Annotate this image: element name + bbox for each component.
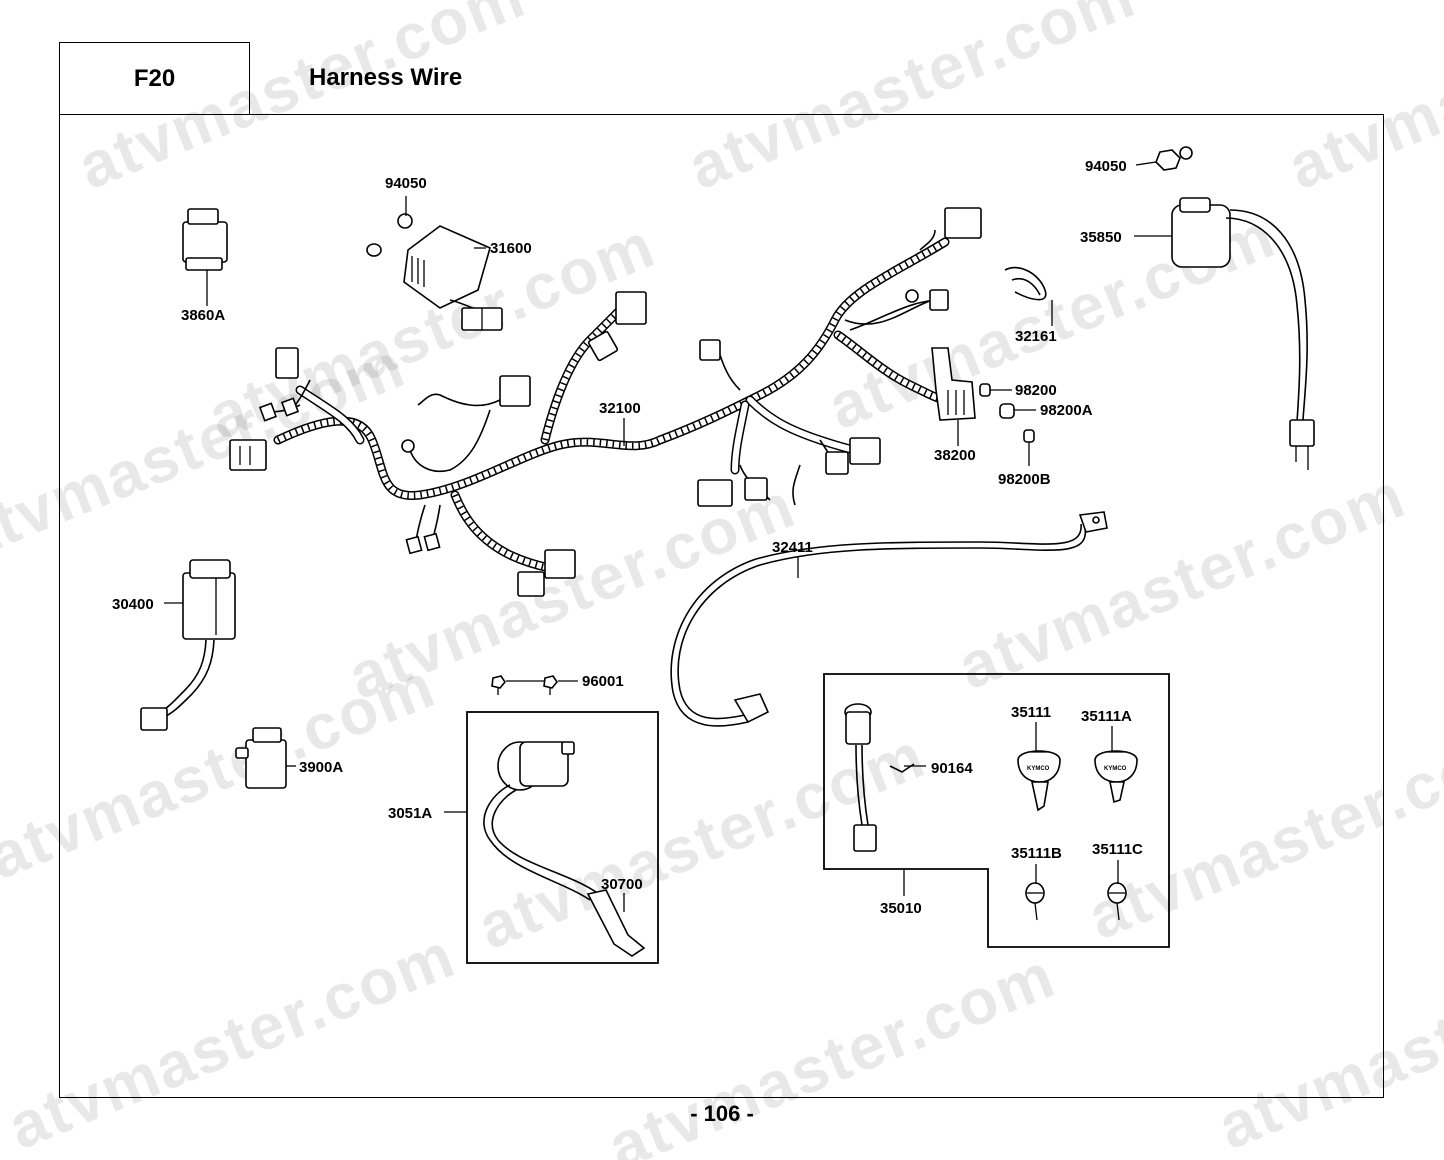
main-wire-harness: [229, 207, 982, 597]
callout-30400: 30400: [112, 596, 154, 613]
flasher-3900a: [235, 727, 287, 789]
callout-94050: 94050: [385, 175, 427, 192]
callout-32411: 32411: [772, 539, 813, 556]
callout-32100: 32100: [599, 400, 641, 417]
callout-38200: 38200: [934, 447, 976, 464]
callout-31600: 31600: [490, 240, 532, 257]
callout-35850: 35850: [1080, 229, 1122, 246]
callout-96001: 96001: [582, 673, 624, 690]
band-32161: [1004, 266, 1047, 301]
battery-cable-32411: [670, 511, 1108, 727]
clips-98200: [979, 383, 1035, 443]
callout-35111a: 35111A: [1081, 708, 1132, 725]
section-code-box: F20: [59, 42, 250, 115]
key-brand-stamp: KYMCO: [1104, 766, 1127, 772]
callout-labels: 94050 31600 3860A 32100 32161 94050 3585…: [112, 158, 1143, 917]
callout-3900a: 3900A: [299, 759, 343, 776]
callout-30700: 30700: [601, 876, 643, 893]
ignition-coil-box-3051a: [466, 711, 659, 964]
callout-32161: 32161: [1015, 328, 1057, 345]
callout-94050: 94050: [1085, 158, 1127, 175]
cdi-unit-30400: [140, 559, 236, 731]
leader-lines: [164, 161, 1172, 912]
callout-90164: 90164: [931, 760, 973, 777]
starter-relay-35850: [1155, 146, 1315, 470]
callout-35111c: 35111C: [1092, 841, 1143, 858]
key-brand-stamp: KYMCO: [1027, 766, 1050, 772]
ignition-switch-box-35010: [823, 673, 1170, 948]
callout-35111: 35111: [1011, 704, 1051, 721]
diagram-frame: [59, 114, 1384, 1098]
callout-98200a: 98200A: [1040, 402, 1093, 419]
callout-3051a: 3051A: [388, 805, 432, 822]
callout-3860a: 3860A: [181, 307, 225, 324]
callout-98200: 98200: [1015, 382, 1057, 399]
fuse-box-38200: [931, 347, 976, 421]
page-title: Harness Wire: [309, 64, 463, 91]
page-number: - 106 -: [690, 1101, 754, 1126]
callout-35010: 35010: [880, 900, 922, 917]
regulator-31600: [366, 213, 503, 331]
callout-98200b: 98200B: [998, 471, 1051, 488]
section-code: F20: [133, 65, 176, 92]
relay-3860a: [182, 208, 228, 271]
bolts-96001: [491, 675, 558, 695]
callout-35111b: 35111B: [1011, 845, 1062, 862]
